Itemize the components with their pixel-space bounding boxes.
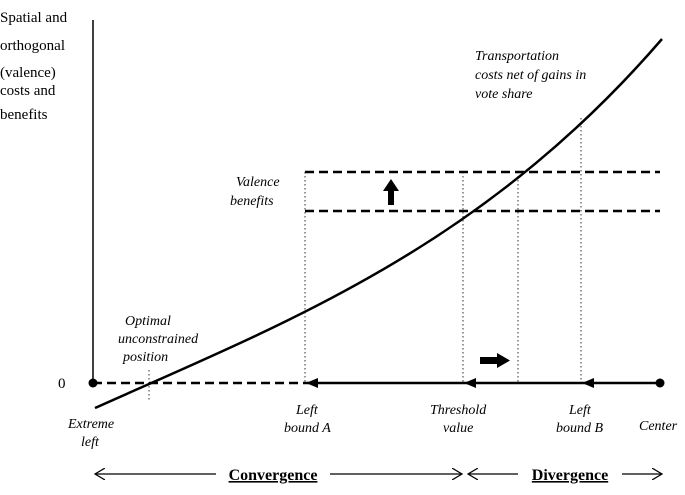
x-label-left-bound-b: Left bound B — [556, 403, 604, 436]
y-axis-label: Spatial and orthogonal (valence) costs a… — [0, 10, 71, 123]
right-arrow-icon — [480, 353, 510, 368]
optimal-label-line-3: position — [122, 350, 168, 365]
x-label-left-bound-a-line-2: bound A — [284, 421, 331, 436]
divergence-label-bg — [518, 462, 622, 484]
arrowhead-left-bound-a — [306, 378, 318, 388]
x-label-extreme-left-line-2: left — [81, 435, 100, 450]
curve-label-line-3: vote share — [475, 87, 532, 102]
valence-label: Valence benefits — [230, 175, 283, 209]
x-label-threshold-line-2: value — [443, 421, 473, 436]
x-label-extreme-left: Extreme left — [67, 417, 118, 450]
arrowhead-threshold — [464, 378, 476, 388]
y-axis-label-line-5: benefits — [0, 107, 48, 123]
optimal-label: Optimal unconstrained position — [118, 314, 202, 365]
up-arrow-icon — [383, 179, 399, 205]
optimal-label-line-1: Optimal — [125, 314, 171, 329]
curve-label: Transportation costs net of gains in vot… — [475, 49, 590, 102]
x-label-threshold: Threshold value — [430, 403, 490, 436]
optimal-label-line-2: unconstrained — [118, 332, 199, 347]
cost-curve — [94, 38, 663, 410]
center-dot — [655, 378, 665, 388]
x-label-left-bound-b-line-2: bound B — [556, 421, 604, 436]
curve-label-line-1: Transportation — [475, 49, 559, 64]
zero-label: 0 — [58, 376, 66, 392]
extreme-left-dot — [88, 378, 98, 388]
x-label-center-line-1: Center — [639, 419, 678, 434]
x-label-left-bound-b-line-1: Left — [568, 403, 592, 418]
x-label-threshold-line-1: Threshold — [430, 403, 487, 418]
valence-label-line-1: Valence — [236, 175, 280, 190]
valence-label-line-2: benefits — [230, 194, 274, 209]
convergence-label-bg — [216, 462, 330, 484]
x-label-left-bound-a-line-1: Left — [295, 403, 319, 418]
x-label-extreme-left-line-1: Extreme — [67, 417, 114, 432]
x-label-left-bound-a: Left bound A — [284, 403, 331, 436]
guide-lines — [148, 118, 582, 400]
y-axis-label-line-2: orthogonal — [0, 38, 65, 54]
y-axis-label-line-4: costs and — [0, 83, 56, 99]
convergence-label: Convergence — [229, 467, 318, 484]
y-axis-label-line-1: Spatial and — [0, 10, 68, 26]
x-label-center: Center — [639, 419, 678, 434]
baseline-arrowheads — [306, 378, 594, 388]
y-axis-label-line-3: (valence) — [0, 65, 56, 81]
divergence-label: Divergence — [532, 467, 608, 484]
arrowhead-left-bound-b — [582, 378, 594, 388]
curve-label-line-2: costs net of gains in — [475, 68, 586, 83]
valence-lines — [305, 170, 660, 213]
